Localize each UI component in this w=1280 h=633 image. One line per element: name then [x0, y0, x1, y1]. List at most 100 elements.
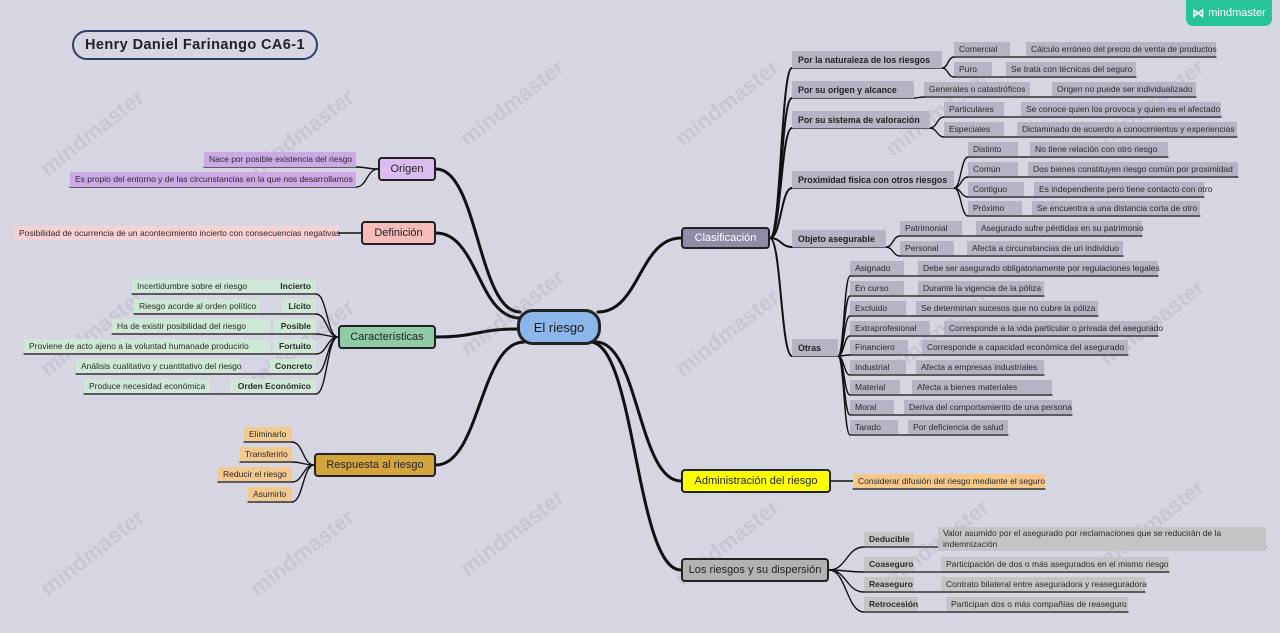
- risk-term[interactable]: Generales o catastróficos: [924, 82, 1030, 96]
- connector-center-dispersion: [588, 340, 683, 572]
- origen-topic[interactable]: Origen: [378, 157, 436, 181]
- dispersion-desc: Contrato bilateral entre aseguradora y r…: [941, 577, 1147, 591]
- risk-term[interactable]: Contiguo: [968, 182, 1024, 196]
- map-title[interactable]: Henry Daniel Farinango CA6-1: [72, 30, 318, 60]
- clasificacion-group-por-su-origen-y-alcance[interactable]: Por su origen y alcance: [792, 81, 914, 98]
- risk-desc: Se determinan sucesos que no cubre la pó…: [916, 301, 1098, 315]
- connector-group-term: [941, 56, 955, 69]
- risk-desc: Dictaminado de acuerdo a conocimientos y…: [1017, 122, 1237, 136]
- connector-dispersion-item: [828, 569, 865, 613]
- dispersion-term[interactable]: Reaseguro: [864, 577, 914, 591]
- risk-desc: Afecta a circunstancias de un individuo: [967, 241, 1123, 255]
- caracteristica-name[interactable]: Posible: [274, 319, 316, 333]
- dispersion-term[interactable]: Retrocesión: [864, 597, 918, 611]
- mindmaster-brand-text: mindmaster: [1208, 7, 1266, 19]
- caracteristica-name[interactable]: Lícito: [282, 299, 316, 313]
- caracteristica-name[interactable]: Incierto: [272, 279, 316, 293]
- risk-term[interactable]: Tarado: [850, 420, 898, 434]
- clasificacion-group-por-la-naturaleza-de-los-riesgos[interactable]: Por la naturaleza de los riesgos: [792, 51, 942, 68]
- connector-center-origen: [434, 167, 522, 314]
- risk-term[interactable]: Material: [850, 380, 900, 394]
- connector-group-term: [837, 355, 851, 436]
- risk-desc: No tiene relación con otro riesgo: [1030, 142, 1168, 156]
- clasificacion-group-objeto-asegurable[interactable]: Objeto asegurable: [792, 230, 886, 247]
- caracteristica-name[interactable]: Concreto: [270, 359, 316, 373]
- dispersion-desc: Participan dos o más compañías de reaseg…: [946, 597, 1128, 611]
- definicion-item[interactable]: Posibilidad de ocurrencia de un aconteci…: [14, 226, 340, 240]
- risk-term[interactable]: Patrimonial: [900, 221, 962, 235]
- risk-term[interactable]: Especiales: [944, 122, 1004, 136]
- risk-term[interactable]: Común: [968, 162, 1018, 176]
- connector-respuesta-item: [291, 464, 315, 483]
- connector-clasificacion-group: [769, 127, 793, 239]
- risk-term[interactable]: Puro: [954, 62, 992, 76]
- connector-dispersion-item: [828, 569, 865, 593]
- risk-desc: Asegurado sufre pérdidas en su patrimoni…: [976, 221, 1144, 235]
- connector-center-caracteristicas: [434, 327, 520, 339]
- definicion-topic[interactable]: Definición: [361, 221, 436, 245]
- connector-origen-item: [355, 168, 379, 188]
- caracteristicas-topic[interactable]: Características: [338, 325, 436, 349]
- clasificacion-group-proximidad-fisica-con-otros-riesgos[interactable]: Proximidad física con otros riesgos: [792, 171, 954, 188]
- risk-term[interactable]: Excluido: [850, 301, 906, 315]
- mindmaster-logo: ⋈ mindmaster: [1186, 0, 1272, 26]
- origen-item[interactable]: Nace por posible existencia del riesgo: [204, 152, 356, 167]
- risk-desc: Corresponde a la vida particular o priva…: [944, 321, 1163, 335]
- respuesta-topic[interactable]: Respuesta al riesgo: [314, 453, 436, 477]
- caracteristica-desc: Incertidumbre sobre el riesgo: [132, 279, 272, 293]
- dispersion-term[interactable]: Coaseguro: [864, 557, 914, 571]
- risk-term[interactable]: Distinto: [968, 142, 1018, 156]
- respuesta-item[interactable]: Asumirlo: [248, 487, 292, 501]
- risk-desc: Origen no puede ser individualizado: [1052, 82, 1196, 96]
- risk-term[interactable]: Personal: [900, 241, 954, 255]
- caracteristica-name[interactable]: Orden Económico: [230, 379, 316, 393]
- risk-term[interactable]: Particulares: [944, 102, 1004, 116]
- risk-term[interactable]: En curso: [850, 281, 904, 295]
- administracion-topic[interactable]: Administración del riesgo: [681, 469, 831, 493]
- risk-desc: Es independiente pero tiene contacto con…: [1034, 182, 1212, 196]
- connector-group-term: [941, 67, 955, 78]
- clasificacion-group-otras[interactable]: Otras: [792, 339, 838, 356]
- connector-group-term: [885, 246, 901, 257]
- respuesta-item[interactable]: Reducir el riesgo: [218, 467, 292, 481]
- caracteristica-desc: Riesgo acorde al orden político: [134, 299, 260, 313]
- risk-term[interactable]: Comercial: [954, 42, 1010, 56]
- administracion-item[interactable]: Considerar difusión del riesgo mediante …: [853, 474, 1045, 488]
- risk-term[interactable]: Próximo: [968, 201, 1022, 215]
- respuesta-item[interactable]: Eliminarlo: [244, 427, 292, 441]
- risk-desc: Afecta a empresas industriales: [916, 360, 1044, 374]
- risk-desc: Se conoce quien los provoca y quien es e…: [1021, 102, 1221, 116]
- connector-caracteristica: [315, 336, 339, 395]
- caracteristica-name[interactable]: Fortuito: [274, 339, 316, 353]
- risk-desc: Deriva del comportamiento de una persona: [904, 400, 1072, 414]
- connector-center-respuesta: [434, 340, 526, 467]
- risk-term[interactable]: Industrial: [850, 360, 906, 374]
- risk-desc: Corresponde a capacidad económica del as…: [922, 340, 1128, 354]
- respuesta-item[interactable]: Transferirlo: [240, 447, 292, 461]
- central-topic[interactable]: El riesgo: [517, 309, 601, 345]
- origen-item[interactable]: Es propio del entorno y de las circunsta…: [70, 172, 356, 187]
- caracteristica-desc: Análisis cualitativo y cuantitativo del …: [76, 359, 242, 373]
- risk-term[interactable]: Moral: [850, 400, 894, 414]
- clasificacion-topic[interactable]: Clasificación: [681, 227, 770, 249]
- connector-clasificacion-group: [769, 187, 793, 239]
- dispersion-term[interactable]: Deducible: [864, 532, 914, 546]
- risk-term[interactable]: Financiero: [850, 340, 908, 354]
- connector-group-term: [913, 96, 925, 99]
- connector-center-administracion: [594, 340, 683, 483]
- risk-desc: Cálculo erróneo del precio de venta de p…: [1026, 42, 1217, 56]
- mindmaster-logo-icon: ⋈: [1192, 6, 1205, 20]
- caracteristica-desc: Proviene de acto ajeno a la voluntad hum…: [24, 339, 270, 353]
- connector-group-term: [929, 116, 945, 129]
- dispersion-topic[interactable]: Los riesgos y su dispersión: [681, 558, 829, 582]
- clasificacion-group-por-su-sistema-de-valoracion[interactable]: Por su sistema de valoración: [792, 111, 930, 128]
- risk-desc: Dos bienes constituyen riesgo común por …: [1028, 162, 1238, 176]
- risk-desc: Se trata con técnicas del seguro: [1006, 62, 1136, 76]
- connector-clasificacion-group: [769, 237, 793, 248]
- risk-term[interactable]: Extraprofesional: [850, 321, 930, 335]
- caracteristica-desc: Ha de existir posibilidad del riesgo: [112, 319, 270, 333]
- risk-desc: Por deficiencia de salud: [908, 420, 1008, 434]
- risk-term[interactable]: Asignado: [850, 261, 904, 275]
- risk-desc: Se encuentra a una distancia corta de ot…: [1032, 201, 1200, 215]
